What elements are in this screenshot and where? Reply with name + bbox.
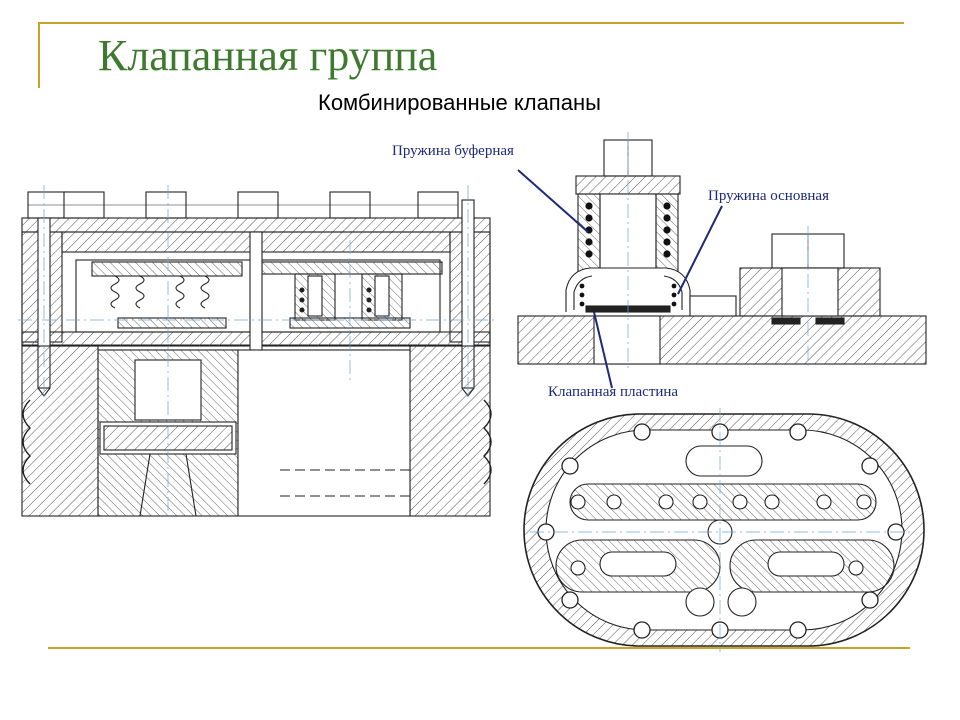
slide-subtitle: Комбинированные клапаны <box>318 90 601 115</box>
leader-lines <box>517 169 723 389</box>
slide-title: Клапанная группа <box>98 31 438 80</box>
buffer-spring-coils <box>585 202 671 258</box>
label-spring-buffer: Пружина буферная <box>392 143 514 159</box>
label-spring-main: Пружина основная <box>708 188 829 204</box>
combined-valve-detail <box>517 132 927 370</box>
bottom-rule <box>48 647 910 649</box>
plate-ports <box>570 494 872 617</box>
head-cross-section <box>18 185 495 520</box>
label-valve-plate: Клапанная пластина <box>548 384 679 400</box>
plate-bolt-holes <box>537 423 905 639</box>
suction-valve-springs <box>91 261 243 329</box>
top-rule <box>38 22 904 24</box>
valve-plate-plan <box>523 408 925 652</box>
main-spring-coils <box>579 283 677 307</box>
head-bolts <box>27 191 459 219</box>
left-rule <box>38 22 40 88</box>
